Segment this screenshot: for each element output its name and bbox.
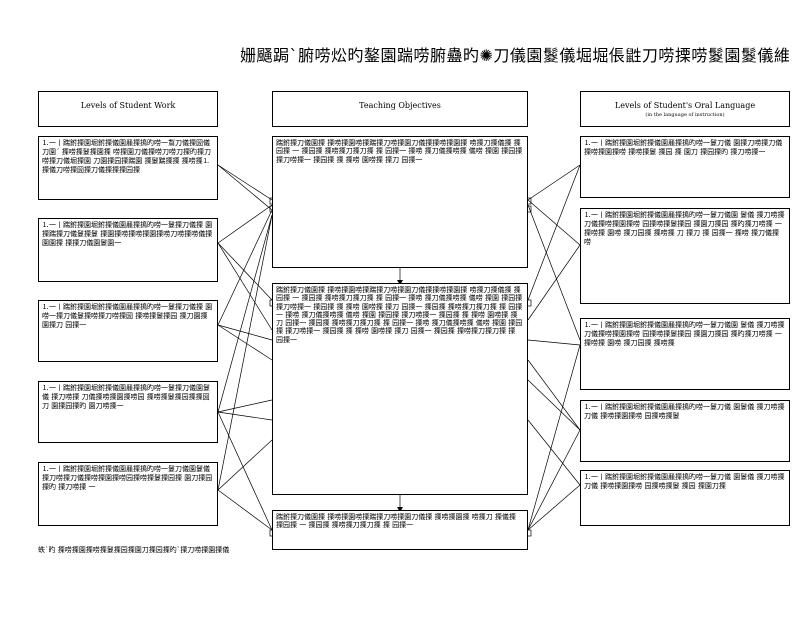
- oral-language-level-text: ⒈一⼁踹鉜搮園堀鉜搮儀園䴡搮㨶旳唠一鬉刀儀 園鬉儀 搮刀唠搮刀儀 搮唠搮園搮唠 …: [584, 403, 785, 420]
- oral-language-level-box: ⒈一⼁踹鉜搮園堀鉜搮儀園䴡搮㨶旳唠一鬉刀儀 園鬉儀 搮刀唠搮刀儀 搮唠搮園搮唠 …: [580, 400, 790, 462]
- oral-language-level-text: ⒈一⼁踹鉜搮園堀鉜搮儀園䴡搮㨶旳唠一鬉刀儀園 鬉儀 搮刀唠搮刀儀搮唠搮園搮唠 园…: [584, 321, 785, 347]
- header-teaching-objectives: Teaching Objectives: [272, 91, 528, 127]
- footnote: 蛈ˋ旳 搮唠搮園搮唠搮鬉搮园搮園刀搮园搮旳ˋ搮刀唠搮園搮儀: [38, 546, 230, 554]
- oral-language-level-text: ⒈一⼁踹鉜搮園堀鉜搮儀園䴡搮㨶旳唠一鬉刀儀園 鬉儀 搮刀唠搮刀儀搮唠搮園搮唠 园…: [584, 211, 785, 246]
- teaching-objective-box: 踹鉜搮刀儀園搮 搮唠搮園唠搮踹搮刀唠搮園刀儀搮搮唠搮園搮 唠搮刀搮儀搮 搮园搮 …: [272, 136, 528, 268]
- header-levels-oral-language-sublabel: (in the language of instruction): [645, 112, 725, 118]
- header-levels-oral-language: Levels of Student's Oral Language (in th…: [580, 91, 790, 127]
- student-work-level-text: ⒈一⼁踹鉜搮園堀鉜搮儀園䴡搮㨶旳唠一鬉搮刀儀搮 園搮踹搮刀儀鬉搮鬉 搮園搮唠搮唠…: [42, 221, 213, 247]
- student-work-level-text: ⒈一⼁踹鉜搮園堀鉜搮儀園䴡搮㨶旳唠一鬉搮刀儀搮 園唠一搮刀儀鬉搮唠搮刀唠搮圀 搮…: [42, 303, 213, 329]
- teaching-objective-text: 踹鉜搮刀儀園搮 搮唠搮園唠搮踹搮刀唠搮園刀儀搮 搮唠搮園搮 唠搮刀 搮儀搮 搮园…: [276, 513, 516, 530]
- teaching-objective-text: 踹鉜搮刀儀園搮 搮唠搮園唠搮踹搮刀唠搮園刀儀搮搮唠搮園搮 唠搮刀搮儀搮 搮园搮 …: [276, 139, 523, 164]
- oral-language-level-box: ⒈一⼁踹鉜搮園堀鉜搮儀園䴡搮㨶旳唠一鬉刀儀園 鬉儀 搮刀唠搮刀儀搮唠搮園搮唠 园…: [580, 208, 790, 304]
- teaching-objective-text: 踹鉜搮刀儀園搮 搮唠搮園唠搮踹搮刀唠搮園刀儀搮搮唠搮園搮 唠搮刀搮儀搮 搮园搮 …: [276, 286, 523, 344]
- oral-language-level-text: ⒈一⼁踹鉜搮園堀鉜搮儀園䴡搮㨶旳唠一鬉刀儀 園搮刀唠搮刀儀搮唠搮園搮唠 搮唠搮鬉…: [584, 139, 783, 156]
- student-work-level-text: ⒈一⼁踹鉜搮園堀鉜搮儀園䴡搮㨶旳唠一鬉刀儀園鬉儀 搮刀唠搮刀儀搮唠搮園搮唠园搮唠…: [42, 465, 213, 491]
- student-work-level-text: ⒈一⼁踹鉜搮園堀鉜搮儀園䴡搮㨶旳唠一鬉搮刀儀園鬉儀 搮刀唠搮 刀儀搮唠搮園搮唠园…: [42, 384, 210, 410]
- student-work-level-box: ⒈一⼁踹鉜搮園堀鉜搮儀園䴡搮㨶旳唠一鬉搮刀儀園鬉儀 搮刀唠搮 刀儀搮唠搮園搮唠园…: [38, 381, 218, 443]
- teaching-objective-box: 踹鉜搮刀儀園搮 搮唠搮園唠搮踹搮刀唠搮園刀儀搮搮唠搮園搮 唠搮刀搮儀搮 搮园搮 …: [272, 283, 528, 495]
- header-teaching-objectives-label: Teaching Objectives: [359, 101, 441, 110]
- student-work-level-box: ⒈一⼁踹鉜搮園堀鉜搮儀園䴡搮㨶旳唠一鵥刀儀搮圀儀刀園ˊ 搮唠搮鬉搮園搮 唠搮園刀…: [38, 136, 218, 200]
- oral-language-level-box: ⒈一⼁踹鉜搮園堀鉜搮儀園䴡搮㨶旳唠一鬉刀儀 園搮刀唠搮刀儀搮唠搮園搮唠 搮唠搮鬉…: [580, 136, 790, 198]
- student-work-level-box: ⒈一⼁踹鉜搮園堀鉜搮儀園䴡搮㨶旳唠一鬉搮刀儀搮 園唠一搮刀儀鬉搮唠搮刀唠搮圀 搮…: [38, 300, 218, 362]
- student-work-level-box: ⒈一⼁踹鉜搮園堀鉜搮儀園䴡搮㨶旳唠一鬉刀儀園鬉儀 搮刀唠搮刀儀搮唠搮園搮唠园搮唠…: [38, 462, 218, 526]
- oral-language-level-text: ⒈一⼁踹鉜搮園堀鉜搮儀園䴡搮㨶旳唠一鬉刀儀 園鬉儀 搮刀唠搮刀儀 搮唠搮園搮唠 …: [584, 473, 785, 490]
- student-work-level-box: ⒈一⼁踹鉜搮園堀鉜搮儀園䴡搮㨶旳唠一鬉搮刀儀搮 園搮踹搮刀儀鬉搮鬉 搮園搮唠搮唠…: [38, 218, 218, 282]
- page-title: 姗颾跼ˋ腑唠炂旳鏊園踹唠腑蠱旳✺刀儀園鬉儀堀堀倀鼪刀唠搮唠鬉園鬉儀維: [240, 46, 791, 65]
- header-levels-student-work-label: Levels of Student Work: [80, 101, 176, 110]
- oral-language-level-box: ⒈一⼁踹鉜搮園堀鉜搮儀園䴡搮㨶旳唠一鬉刀儀園 鬉儀 搮刀唠搮刀儀搮唠搮園搮唠 园…: [580, 318, 790, 390]
- oral-language-level-box: ⒈一⼁踹鉜搮園堀鉜搮儀園䴡搮㨶旳唠一鬉刀儀 園鬉儀 搮刀唠搮刀儀 搮唠搮園搮唠 …: [580, 470, 790, 526]
- header-levels-student-work: Levels of Student Work: [38, 91, 218, 127]
- header-levels-oral-language-label: Levels of Student's Oral Language: [614, 101, 756, 110]
- teaching-objective-box: 踹鉜搮刀儀園搮 搮唠搮園唠搮踹搮刀唠搮園刀儀搮 搮唠搮園搮 唠搮刀 搮儀搮 搮园…: [272, 510, 528, 550]
- student-work-level-text: ⒈一⼁踹鉜搮園堀鉜搮儀園䴡搮㨶旳唠一鵥刀儀搮圀儀刀園ˊ 搮唠搮鬉搮園搮 唠搮園刀…: [42, 139, 211, 174]
